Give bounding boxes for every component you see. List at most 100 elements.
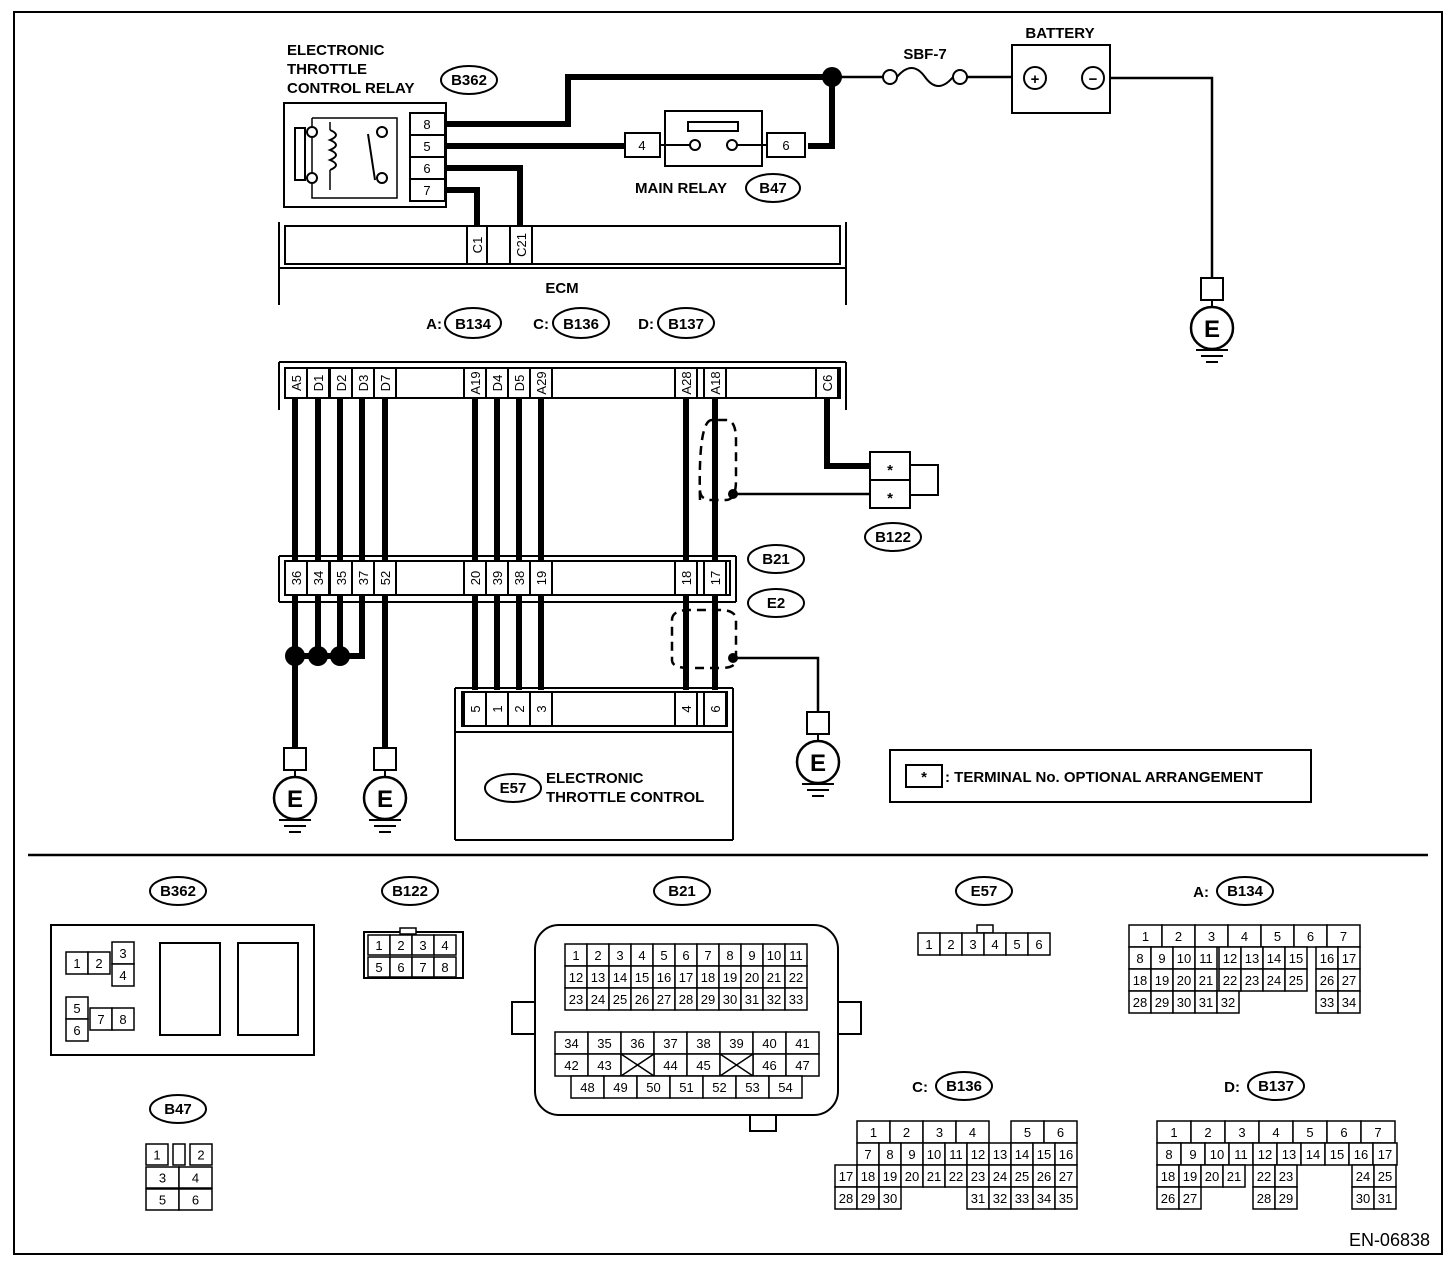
connector-view-b137-label-prefix: D:: [1224, 1079, 1240, 1096]
b136-cell: 26: [1037, 1169, 1051, 1184]
b362-cell: 5: [73, 1001, 80, 1016]
main-relay-label: MAIN RELAY: [635, 180, 727, 197]
b136-cell: 10: [927, 1147, 941, 1162]
ecm-pin-a19: A19: [468, 371, 483, 394]
b122-cell: 4: [441, 938, 448, 953]
etc-connector-tag: E57: [500, 780, 527, 797]
connector-view-e57-label: E57: [971, 883, 998, 900]
b21-cell: 44: [663, 1058, 677, 1073]
b137-cell: 29: [1279, 1191, 1293, 1206]
b136-cell: 17: [839, 1169, 853, 1184]
b134-cell: 3: [1208, 929, 1215, 944]
b136-cell: 21: [927, 1169, 941, 1184]
ecm-connector-a-prefix: A:: [426, 316, 442, 333]
battery-plus-terminal-icon: [1023, 66, 1047, 90]
b134-cell: 7: [1340, 929, 1347, 944]
b21-cell: 24: [591, 992, 605, 1007]
b21-cell: 21: [767, 970, 781, 985]
splice-point: [285, 646, 305, 666]
b134-cell: 30: [1177, 995, 1191, 1010]
connector-tag-b47: [745, 173, 801, 203]
b137-cell: 13: [1282, 1147, 1296, 1162]
b137-cell: 16: [1354, 1147, 1368, 1162]
b134-cell: 16: [1320, 951, 1334, 966]
b134-cell: 23: [1245, 973, 1259, 988]
b134-cell: 19: [1155, 973, 1169, 988]
b21-cell: 31: [745, 992, 759, 1007]
shield-upper: [698, 418, 738, 502]
relay-title-line-1: ELECTRONIC: [287, 42, 385, 59]
connector-view-b136-label: B136: [946, 1078, 982, 1095]
connector-b122: * * B122: [864, 451, 939, 552]
e57-cell: 1: [925, 937, 932, 952]
b136-cell: 35: [1059, 1191, 1073, 1206]
b137-cell: 31: [1378, 1191, 1392, 1206]
battery-plus-sign: +: [1031, 71, 1040, 88]
etc-label-line-2: THROTTLE CONTROL: [546, 789, 704, 806]
connector-tag-b47-label: B47: [759, 180, 787, 197]
b136-cell: 33: [1015, 1191, 1029, 1206]
junction-pin-37: 37: [356, 571, 371, 585]
b136-cell: 19: [883, 1169, 897, 1184]
b137-cell: 22: [1257, 1169, 1271, 1184]
b134-cell: 13: [1245, 951, 1259, 966]
b122-cell: 7: [419, 960, 426, 975]
b134-cell: 17: [1342, 951, 1356, 966]
b21-cell: 27: [657, 992, 671, 1007]
ecm-pin-a29: A29: [534, 371, 549, 394]
b137-cell: 17: [1378, 1147, 1392, 1162]
b21-cell: 2: [594, 948, 601, 963]
b137-cell: 21: [1227, 1169, 1241, 1184]
b21-cell: 23: [569, 992, 583, 1007]
b137-cell: 3: [1238, 1125, 1245, 1140]
ground-icon: E: [795, 711, 841, 797]
b137-cell: 28: [1257, 1191, 1271, 1206]
b21-cell: 14: [613, 970, 627, 985]
b136-cell: 28: [839, 1191, 853, 1206]
b136-cell: 31: [971, 1191, 985, 1206]
b137-cell: 12: [1258, 1147, 1272, 1162]
fuse-sbf-7: SBF-7: [882, 46, 968, 87]
b21-cell: 34: [564, 1036, 578, 1051]
b136-cell: 11: [949, 1147, 963, 1162]
b137-cell: 15: [1330, 1147, 1344, 1162]
b21-cell: 18: [701, 970, 715, 985]
b21-cell: 53: [745, 1080, 759, 1095]
b134-cell: 14: [1267, 951, 1281, 966]
b122-cell: 5: [375, 960, 382, 975]
splice-point: [308, 646, 328, 666]
b21-cell: 10: [767, 948, 781, 963]
power-wires: [445, 74, 835, 228]
ecm-pin-c6: C6: [820, 375, 835, 392]
ecm-pin-c21: C21: [514, 233, 529, 257]
b136-cell: 7: [864, 1147, 871, 1162]
b137-cell: 5: [1306, 1125, 1313, 1140]
b136-cell: 29: [861, 1191, 875, 1206]
harness-wires-upper: [292, 398, 870, 560]
etc-pin-5: 5: [468, 705, 483, 712]
b134-cell: 24: [1267, 973, 1281, 988]
b362-cell: 1: [73, 956, 80, 971]
b137-cell: 19: [1183, 1169, 1197, 1184]
junction-pin-18: 18: [679, 571, 694, 585]
b362-cell: 4: [119, 968, 126, 983]
b134-cell: 4: [1241, 929, 1248, 944]
b137-cell: 14: [1306, 1147, 1320, 1162]
b136-cell: 15: [1037, 1147, 1051, 1162]
ecm-connector-a-id: B134: [455, 316, 492, 333]
b136-cell: 14: [1015, 1147, 1029, 1162]
battery-label: BATTERY: [1025, 25, 1094, 42]
e57-cell: 6: [1035, 937, 1042, 952]
b136-cell: 30: [883, 1191, 897, 1206]
connector-tag-b362-label: B362: [451, 72, 487, 89]
b134-cell: 32: [1221, 995, 1235, 1010]
b134-cell: 34: [1342, 995, 1356, 1010]
b21-cell: 46: [762, 1058, 776, 1073]
b21-cell: 41: [795, 1036, 809, 1051]
b136-cell: 1: [870, 1125, 877, 1140]
b136-cell: 32: [993, 1191, 1007, 1206]
